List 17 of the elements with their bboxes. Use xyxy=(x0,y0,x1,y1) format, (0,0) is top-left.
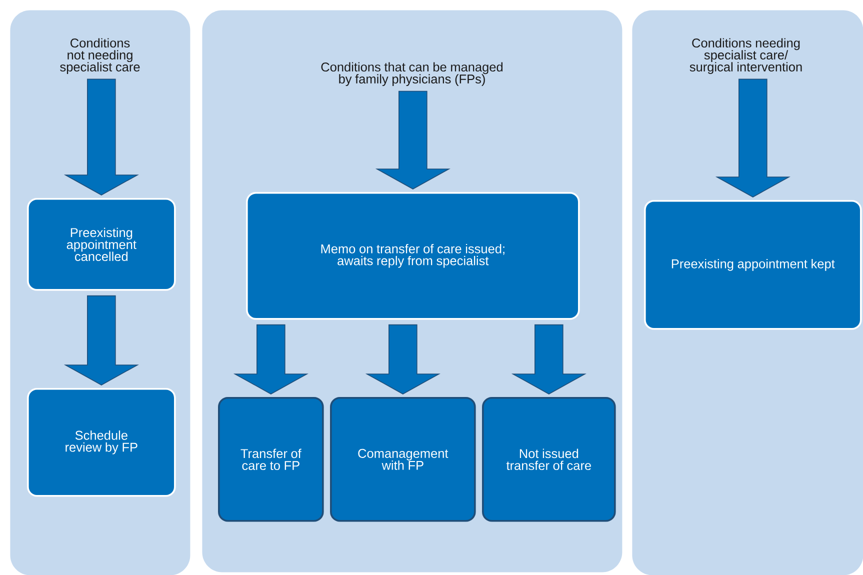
process-box: Comanagement with FP xyxy=(330,397,476,522)
block-arrow xyxy=(715,78,790,198)
block-arrow xyxy=(375,90,450,190)
process-box: Preexisting appointment kept xyxy=(644,200,862,330)
process-box: Memo on transfer of care issued; awaits reply from specialist xyxy=(246,192,580,320)
block-arrow xyxy=(64,78,139,196)
process-box: Schedule review by FP xyxy=(27,388,176,497)
process-box: Transfer of care to FP xyxy=(218,397,324,522)
block-arrow xyxy=(233,324,308,394)
block-arrow xyxy=(511,324,586,394)
panel-heading: Conditions needing specialist care/ surgical intervention xyxy=(690,38,802,74)
panel-heading: Conditions that can be managed by family physicians (FPs) xyxy=(321,62,502,86)
panel-heading: Conditions not needing specialist care xyxy=(60,38,140,74)
block-arrow xyxy=(365,324,440,394)
process-box: Not issued transfer of care xyxy=(482,397,616,522)
process-box: Preexisting appointment cancelled xyxy=(27,198,176,291)
block-arrow xyxy=(64,295,139,386)
